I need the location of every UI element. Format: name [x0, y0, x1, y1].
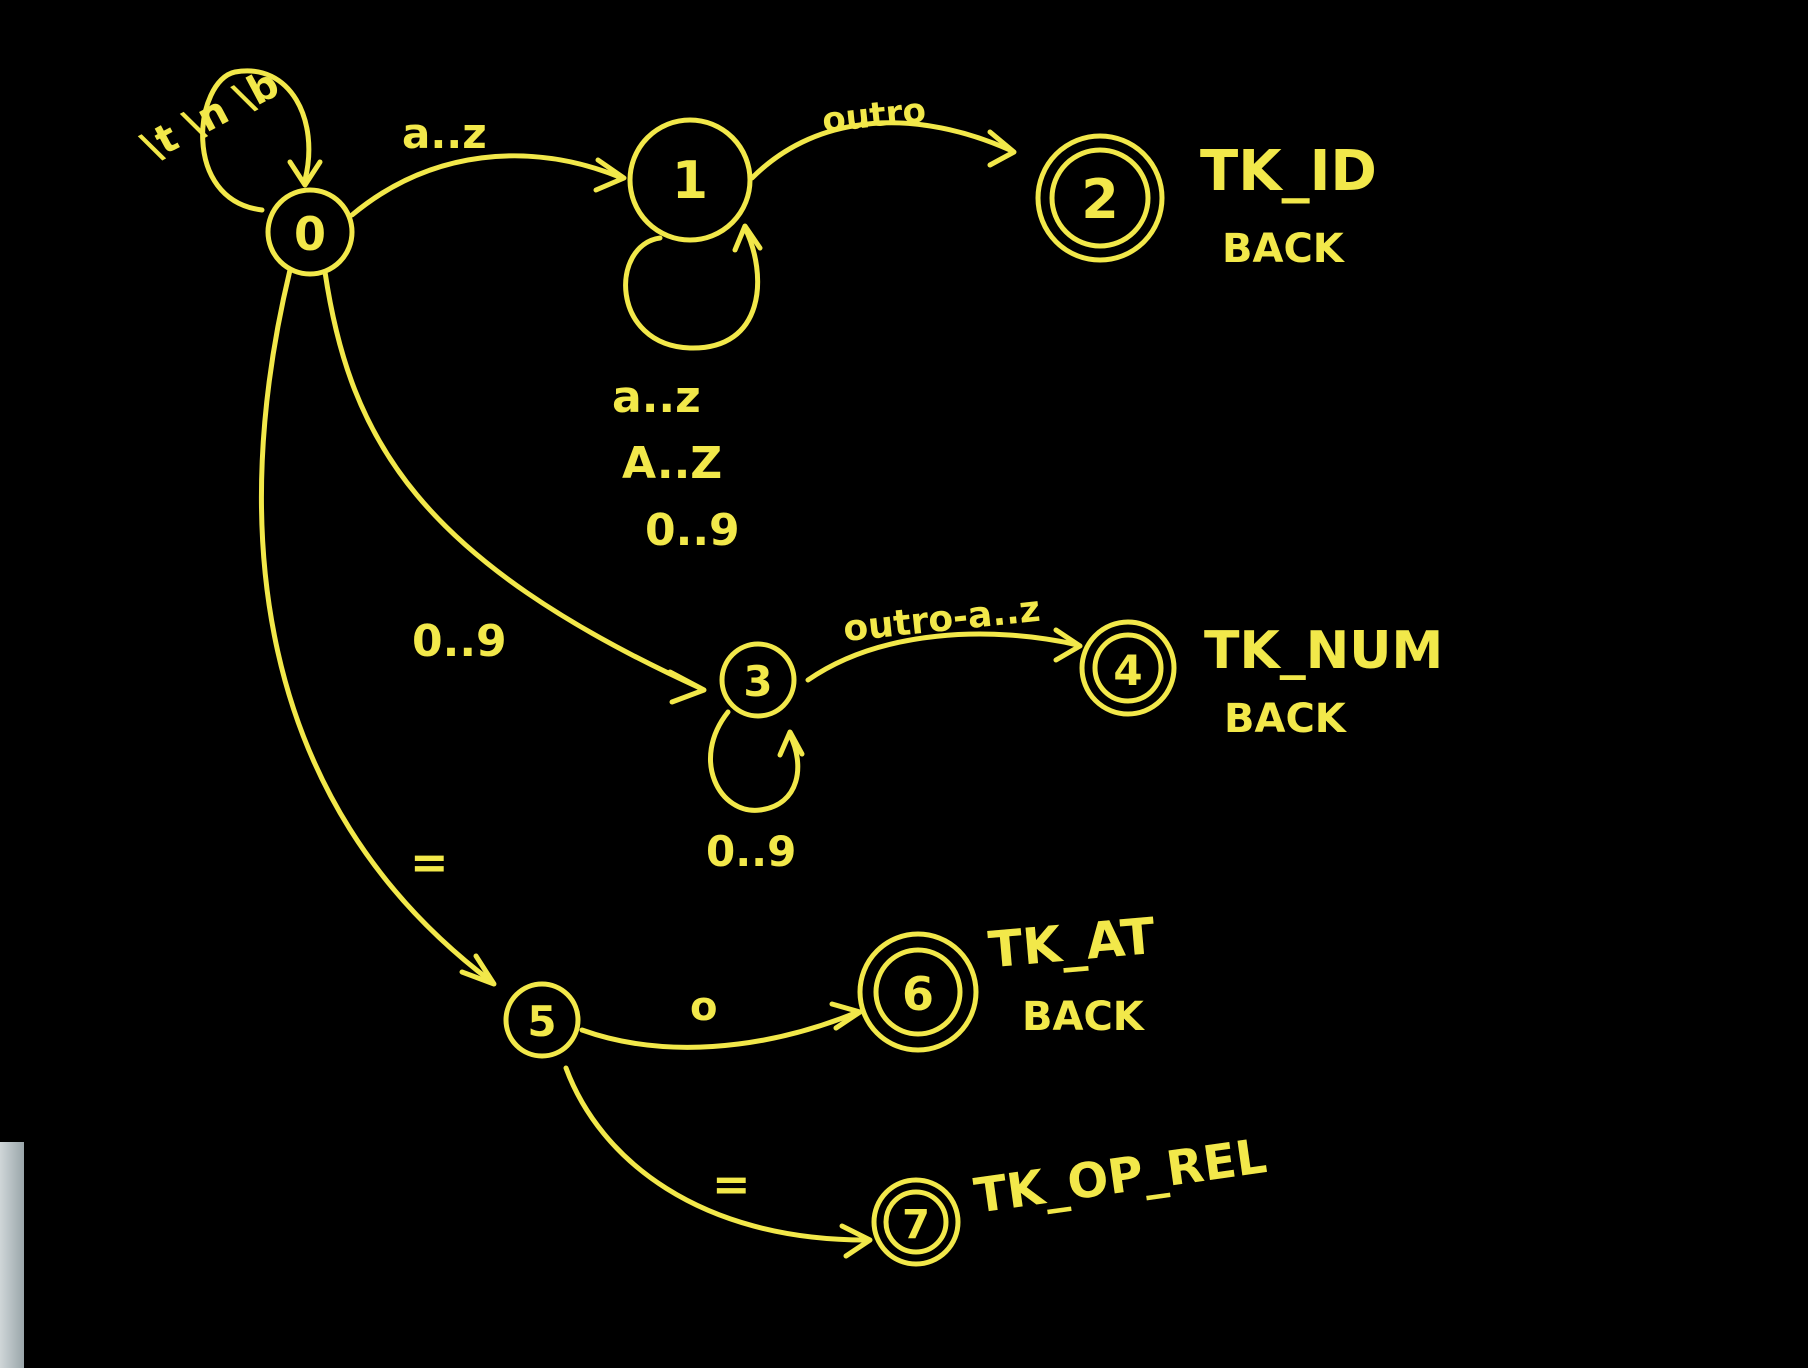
state-q5: 5	[503, 981, 581, 1059]
token-q6-name: TK_AT	[986, 907, 1157, 979]
arrowhead-q0-q5	[459, 953, 497, 987]
edge-q5-q6	[579, 1009, 861, 1050]
transition-q5-q6: o	[579, 984, 863, 1050]
edge-q0-q5	[258, 267, 495, 985]
state-q2-outer-circle	[1035, 133, 1165, 263]
state-q2: 2	[1035, 133, 1165, 263]
state-q6-label: 6	[902, 967, 934, 1021]
transition-q0-self: \t \n \b	[135, 61, 323, 213]
transition-q0-q1-label: a..z	[402, 109, 487, 158]
state-q7-label: 7	[902, 1202, 930, 1248]
state-q0: 0	[265, 187, 355, 277]
transition-q0-q1: a..z	[349, 109, 627, 218]
transition-q0-q5: =	[258, 267, 497, 987]
edge-q5-q7	[563, 1065, 869, 1243]
state-q2-inner-circle	[1049, 147, 1151, 249]
token-q2-note: BACK	[1222, 226, 1346, 272]
state-q6-inner-circle	[873, 947, 963, 1037]
arrowhead-q1-self	[732, 223, 763, 253]
arrowhead-q0-self	[287, 159, 323, 188]
token-annotation-q7: TK_OP_REL	[971, 1128, 1270, 1224]
token-q7-name: TK_OP_REL	[971, 1128, 1270, 1224]
state-q0-circle	[265, 187, 355, 277]
transition-q1-q2: outro	[749, 90, 1017, 181]
transition-q3-q4: outro-a..z	[805, 589, 1083, 683]
transition-q0-q3-label: 0..9	[412, 616, 507, 667]
state-q4-inner-circle	[1092, 632, 1164, 704]
arrowhead-q5-q6	[829, 1001, 863, 1031]
transition-q3-self: 0..9	[706, 709, 805, 876]
left-edge-strip	[0, 1142, 24, 1368]
transition-q1-self-label-1: a..z	[612, 372, 701, 423]
transition-q0-q5-label: =	[410, 835, 449, 889]
arrowhead-q0-q1	[593, 157, 627, 193]
state-q4-outer-circle	[1079, 619, 1177, 717]
transition-q0-q3: 0..9	[322, 269, 707, 705]
loop-q1-line	[623, 225, 761, 351]
token-q4-note: BACK	[1224, 696, 1348, 742]
transition-q5-q6-label: o	[690, 984, 717, 1030]
state-q1: 1	[627, 117, 753, 243]
state-q5-label: 5	[527, 997, 556, 1046]
arrowhead-q5-q7	[839, 1223, 873, 1259]
state-q3-circle	[719, 641, 797, 719]
transition-q3-self-label: 0..9	[706, 827, 796, 876]
token-annotation-q6: TK_AT BACK	[986, 907, 1157, 1040]
transition-q1-q2-label: outro	[820, 90, 928, 141]
state-q7-outer-circle	[871, 1177, 961, 1267]
transition-q1-self-label-3: 0..9	[645, 505, 740, 556]
state-q7-inner-circle	[883, 1189, 949, 1255]
token-q4-name: TK_NUM	[1204, 621, 1443, 681]
token-annotation-q4: TK_NUM BACK	[1204, 621, 1443, 742]
token-q6-note: BACK	[1022, 994, 1146, 1040]
state-q7: 7	[871, 1177, 961, 1267]
state-q4-label: 4	[1113, 646, 1142, 695]
state-q5-circle	[503, 981, 581, 1059]
arrowhead-q3-self	[777, 729, 805, 758]
state-q1-label: 1	[672, 151, 708, 211]
edge-q0-q3	[322, 269, 703, 691]
transition-q5-q7: =	[563, 1065, 873, 1259]
edge-q1-q2	[749, 120, 1013, 181]
edge-q0-q1	[349, 153, 625, 218]
transition-q1-self: a..z A..Z 0..9	[612, 223, 763, 556]
state-q6: 6	[857, 931, 979, 1053]
transition-q3-q4-label: outro-a..z	[841, 589, 1042, 650]
arrowhead-q3-q4	[1053, 627, 1083, 663]
arrowhead-q1-q2	[987, 129, 1017, 168]
token-q2-name: TK_ID	[1200, 139, 1377, 204]
transition-q0-self-label: \t \n \b	[135, 61, 287, 171]
state-q3-label: 3	[743, 657, 772, 706]
edge-q3-q4	[805, 631, 1081, 683]
transition-q1-self-label-2: A..Z	[622, 438, 722, 489]
state-q0-label: 0	[294, 207, 326, 261]
loop-q3-line	[708, 709, 801, 813]
transition-q5-q7-label: =	[712, 1157, 751, 1211]
state-q3: 3	[719, 641, 797, 719]
state-q2-label: 2	[1081, 168, 1119, 231]
token-annotation-q2: TK_ID BACK	[1200, 139, 1377, 272]
loop-q0-line	[200, 68, 312, 213]
state-q4: 4	[1079, 619, 1177, 717]
state-q6-outer-circle	[857, 931, 979, 1053]
arrowhead-q0-q3	[667, 669, 707, 705]
state-q1-circle	[627, 117, 753, 243]
